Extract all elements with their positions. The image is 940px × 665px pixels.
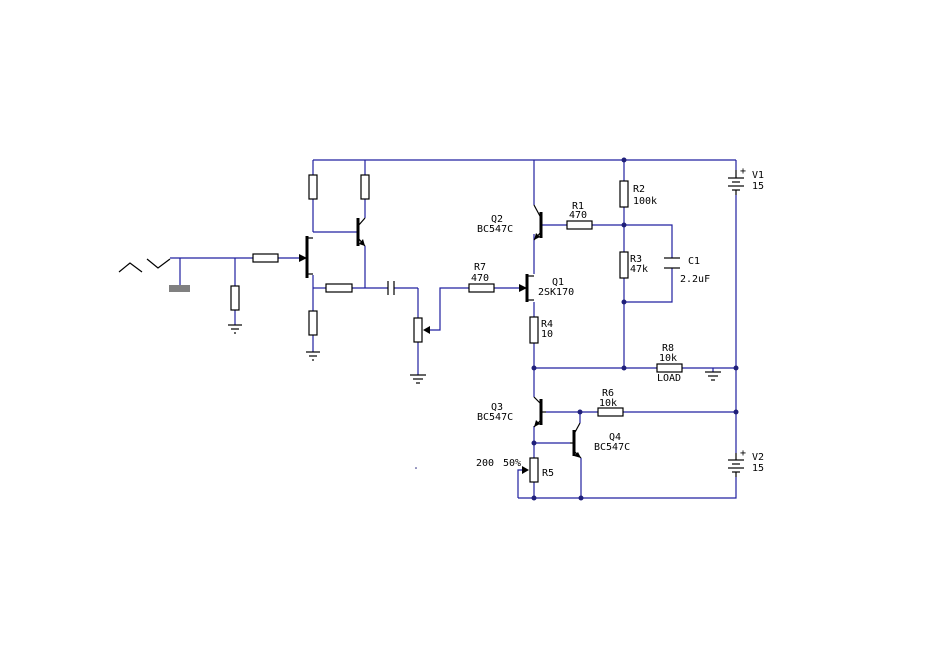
q4-transistor [570,422,582,459]
q2-name: Q2 [491,214,503,225]
c1-value: 2.2uF [680,274,710,285]
ground-icon [705,371,721,381]
v1-battery [728,170,744,195]
r2-name: R2 [633,184,645,195]
r8-value: 10k [659,353,677,364]
q2-part: BC547C [477,224,513,235]
q1-name: Q1 [552,277,564,288]
wires [170,159,737,499]
ground-icon [410,374,426,384]
q3-name: Q3 [491,402,503,413]
q4-part: BC547C [594,442,630,453]
r6-name: R6 [602,388,614,399]
collector-resistor [360,174,370,200]
volume-potentiometer [413,317,430,343]
q4-name: Q4 [609,432,621,443]
v1-name: V1 [752,170,764,181]
q2-transistor [533,204,543,241]
r5-setting: 50% [503,458,521,469]
r1-resistor [566,220,593,230]
r7-resistor [468,283,495,293]
r3-name: R3 [630,254,642,265]
r3-resistor [619,251,629,279]
feedback-resistor [325,283,353,293]
v2-value: 15 [752,463,764,474]
r5-value: 200 [476,458,494,469]
r7-value: 470 [471,273,489,284]
c1-capacitor [664,257,680,269]
q3-part: BC547C [477,412,513,423]
follower-transistor-symbol [356,217,366,247]
r1-name: R1 [572,201,584,212]
q1-part: 2SK170 [538,287,574,298]
q1-jfet [519,274,534,302]
r4-resistor [529,316,539,344]
r1-value: 470 [569,210,587,221]
r8-resistor [656,363,683,373]
r2-resistor [619,180,629,208]
r6-value: 10k [599,398,617,409]
r4-value: 10 [541,329,553,340]
v2-battery [728,453,744,477]
r8-name: R8 [662,343,674,354]
input-resistor [252,253,279,263]
r2-value: 100k [633,196,657,207]
ground-icon [306,351,320,361]
q3-transistor [533,396,546,428]
v1-value: 15 [752,181,764,192]
ground-icon [228,324,242,334]
v2-name: V2 [752,452,764,463]
c1-name: C1 [688,256,700,267]
r5-name: R5 [542,468,554,479]
signal-source [118,258,190,292]
input-shunt-resistor [230,285,240,311]
bias-resistor-bottom [308,310,318,336]
r4-name: R4 [541,319,553,330]
r3-value: 47k [630,264,648,275]
r6-resistor [597,407,624,417]
r7-name: R7 [474,262,486,273]
v2-polarity: + [740,448,746,459]
ground-symbols [228,324,721,384]
junctions [415,157,739,501]
coupling-capacitor [387,281,395,295]
v1-polarity: + [740,166,746,177]
r5-potentiometer [522,457,539,483]
input-jfet-symbol [299,236,313,278]
input-stage [230,174,430,343]
bias-resistor-top [308,174,318,200]
r8-note: LOAD [657,373,681,384]
source-ground-terminal [169,285,190,292]
